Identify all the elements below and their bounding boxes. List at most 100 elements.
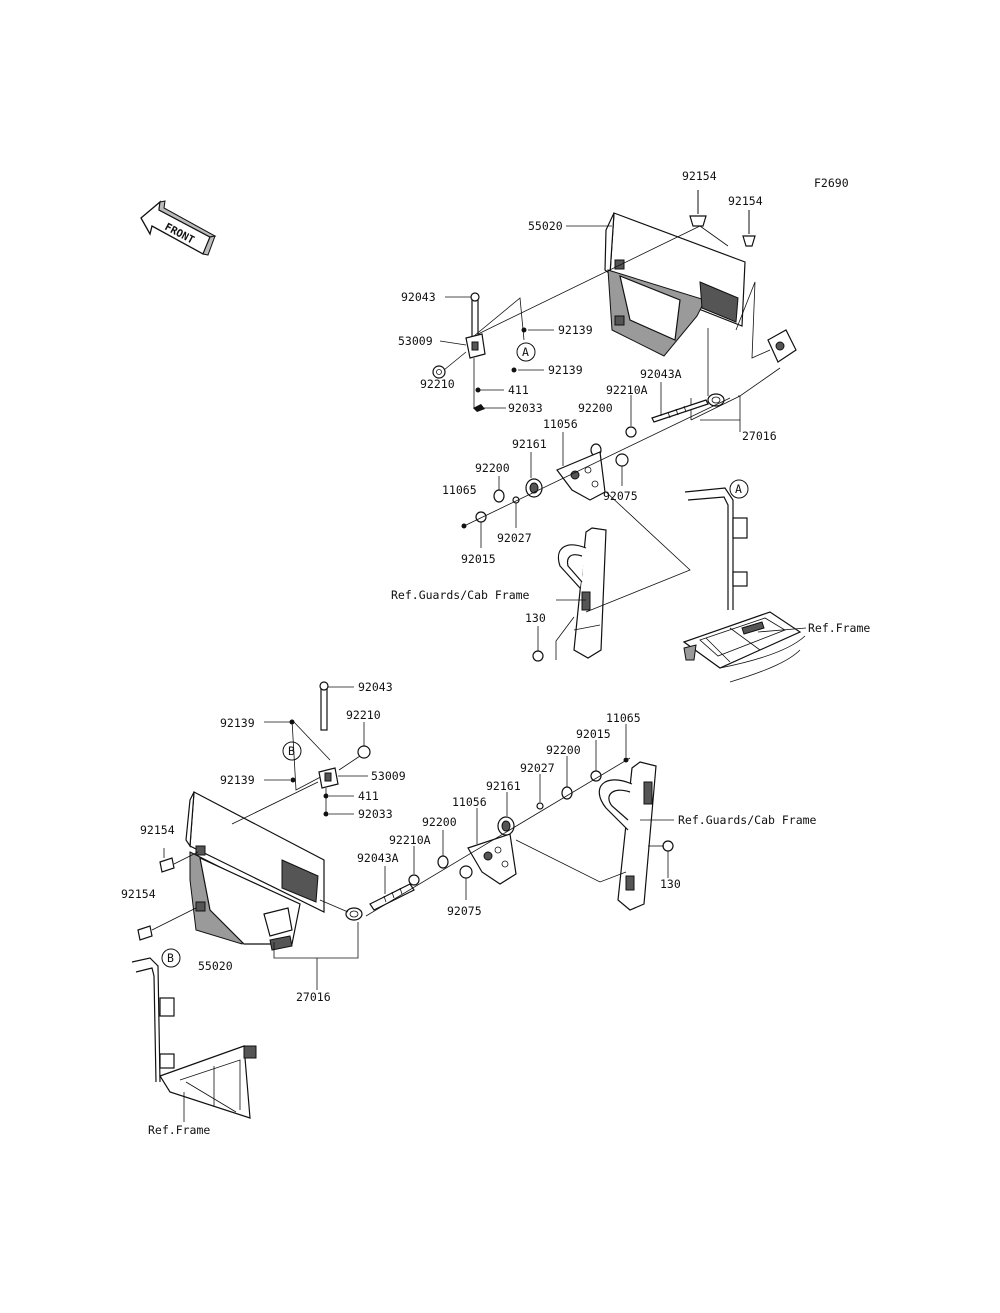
lower-label-92139-a: 92139: [220, 716, 255, 730]
lower-knob-27016: [263, 907, 363, 951]
upper-ref-a-circle: A: [516, 342, 536, 362]
upper-bracket-53009: [465, 333, 486, 359]
lower-screw-92154-a: [159, 857, 175, 873]
upper-label-92015: 92015: [461, 552, 496, 566]
lower-label-92027: 92027: [520, 761, 555, 775]
lower-pin-92043: [319, 681, 329, 731]
upper-label-92154-a: 92154: [682, 169, 717, 183]
upper-screw-92154-b: [742, 210, 756, 247]
lower-label-92075: 92075: [447, 904, 482, 918]
upper-label-ref-guards: Ref.Guards/Cab Frame: [391, 588, 530, 602]
lower-label-411: 411: [358, 789, 379, 803]
lower-label-92139-b: 92139: [220, 773, 255, 787]
lower-collar-92027: [536, 802, 544, 810]
upper-label-92043A: 92043A: [640, 367, 682, 381]
upper-mirror-housing: [604, 212, 746, 357]
lower-nut-92210A: [408, 874, 420, 886]
lower-bolt-92043A: [369, 883, 415, 911]
lower-label-27016: 27016: [296, 990, 331, 1004]
upper-bolt-92043A: [651, 399, 709, 423]
lower-label-92043A: 92043A: [357, 851, 399, 865]
upper-nut-92210A: [625, 426, 637, 438]
lower-screw-92154-b: [137, 925, 153, 941]
lower-washer-92200-a: [561, 786, 573, 800]
lower-washer-92200-b: [437, 855, 449, 869]
upper-label-ref-frame: Ref.Frame: [808, 621, 870, 635]
upper-label-92043: 92043: [401, 290, 436, 304]
lower-label-55020: 55020: [198, 959, 233, 973]
lower-label-92033: 92033: [358, 807, 393, 821]
lower-label-ref-guards: Ref.Guards/Cab Frame: [678, 813, 817, 827]
front-arrow-icon: FRONT: [140, 200, 217, 256]
lower-label-92210: 92210: [346, 708, 381, 722]
upper-label-11056: 11056: [543, 417, 578, 431]
upper-label-11065: 11065: [442, 483, 477, 497]
upper-bolt-130: [532, 650, 544, 662]
lower-plate-11056: [467, 833, 517, 885]
upper-nut-92075: [615, 453, 629, 467]
lower-guard-frame: [598, 761, 657, 911]
upper-label-92161: 92161: [512, 437, 547, 451]
lower-assembly: B: [131, 681, 674, 1122]
lower-label-92154-a: 92154: [140, 823, 175, 837]
lower-label-92161: 92161: [486, 779, 521, 793]
upper-pin-92043: [470, 292, 480, 340]
figure-code: F2690: [814, 176, 849, 190]
lower-ref-frame: [131, 957, 257, 1119]
upper-label-55020: 55020: [528, 219, 563, 233]
lower-bushing-92161: [497, 816, 515, 836]
upper-ref-a-frame-circle: A: [729, 479, 749, 499]
lower-mirror-housing: [185, 791, 325, 945]
upper-washer-92033: [473, 404, 485, 412]
lower-dot-92139-a: [289, 719, 295, 725]
upper-label-92200-b: 92200: [475, 461, 510, 475]
upper-label-92154-b: 92154: [728, 194, 763, 208]
upper-label-92210A: 92210A: [606, 383, 648, 397]
lower-label-92154-b: 92154: [121, 887, 156, 901]
upper-ref-frame: [682, 487, 806, 683]
lower-label-92200-b: 92200: [422, 815, 457, 829]
lower-nut-92075: [459, 865, 473, 879]
svg-text:A: A: [735, 482, 742, 496]
upper-label-92027: 92027: [497, 531, 532, 545]
upper-label-92210: 92210: [420, 377, 455, 391]
lower-label-92043: 92043: [358, 680, 393, 694]
lower-label-11065: 11065: [606, 711, 641, 725]
upper-dot-92139-b: [511, 367, 517, 373]
upper-knob-27016: [707, 329, 797, 407]
lower-label-130: 130: [660, 877, 681, 891]
svg-text:B: B: [288, 744, 295, 758]
upper-bushing-92161: [525, 478, 543, 498]
lower-dot-92033: [323, 811, 329, 817]
upper-assembly: A: [432, 190, 807, 683]
upper-label-92200-a: 92200: [578, 401, 613, 415]
upper-guard-frame: [557, 527, 607, 659]
upper-label-130: 130: [525, 611, 546, 625]
upper-plate-11056: [556, 451, 606, 501]
upper-washer-92200-b: [493, 489, 505, 503]
svg-text:A: A: [522, 345, 529, 359]
upper-nut-92210: [432, 365, 446, 379]
upper-label-92139-b: 92139: [548, 363, 583, 377]
lower-ref-b-circle: B: [282, 741, 302, 761]
lower-bolt-130: [662, 840, 674, 852]
upper-label-92139-a: 92139: [558, 323, 593, 337]
upper-dot-92139-a: [521, 327, 527, 333]
upper-screw-92154-a: [689, 190, 707, 227]
upper-label-53009: 53009: [398, 334, 433, 348]
svg-text:B: B: [167, 951, 174, 965]
lower-label-11056: 11056: [452, 795, 487, 809]
lower-label-53009: 53009: [371, 769, 406, 783]
lower-label-92200-a: 92200: [546, 743, 581, 757]
lower-label-ref-frame: Ref.Frame: [148, 1123, 210, 1137]
upper-label-92033: 92033: [508, 401, 543, 415]
lower-label-92210A: 92210A: [389, 833, 431, 847]
upper-label-411: 411: [508, 383, 529, 397]
lower-label-92015: 92015: [576, 727, 611, 741]
upper-nut-92015: [475, 511, 487, 523]
lower-ref-b-frame-circle: B: [161, 948, 181, 968]
upper-label-92075: 92075: [603, 489, 638, 503]
lower-dot-92139-b: [290, 777, 296, 783]
